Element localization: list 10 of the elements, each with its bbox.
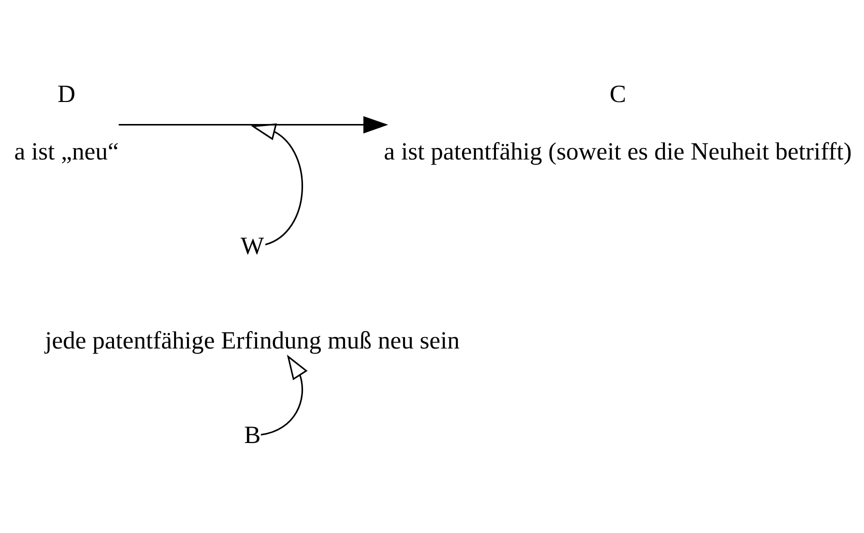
- arrow: [250, 123, 303, 246]
- node-text: D: [58, 81, 76, 108]
- node-label: a ist patentfähig (soweit es die Neuheit betrifft): [384, 138, 852, 166]
- node-text: C: [610, 81, 626, 108]
- node-label: a ist „neu“: [14, 138, 119, 166]
- node-text: jede patentfähige Erfindung muß neu sein: [44, 327, 460, 354]
- arrow: [118, 116, 388, 134]
- node-text: B: [244, 422, 261, 449]
- node-text: W: [240, 232, 264, 260]
- arrow: [260, 354, 308, 436]
